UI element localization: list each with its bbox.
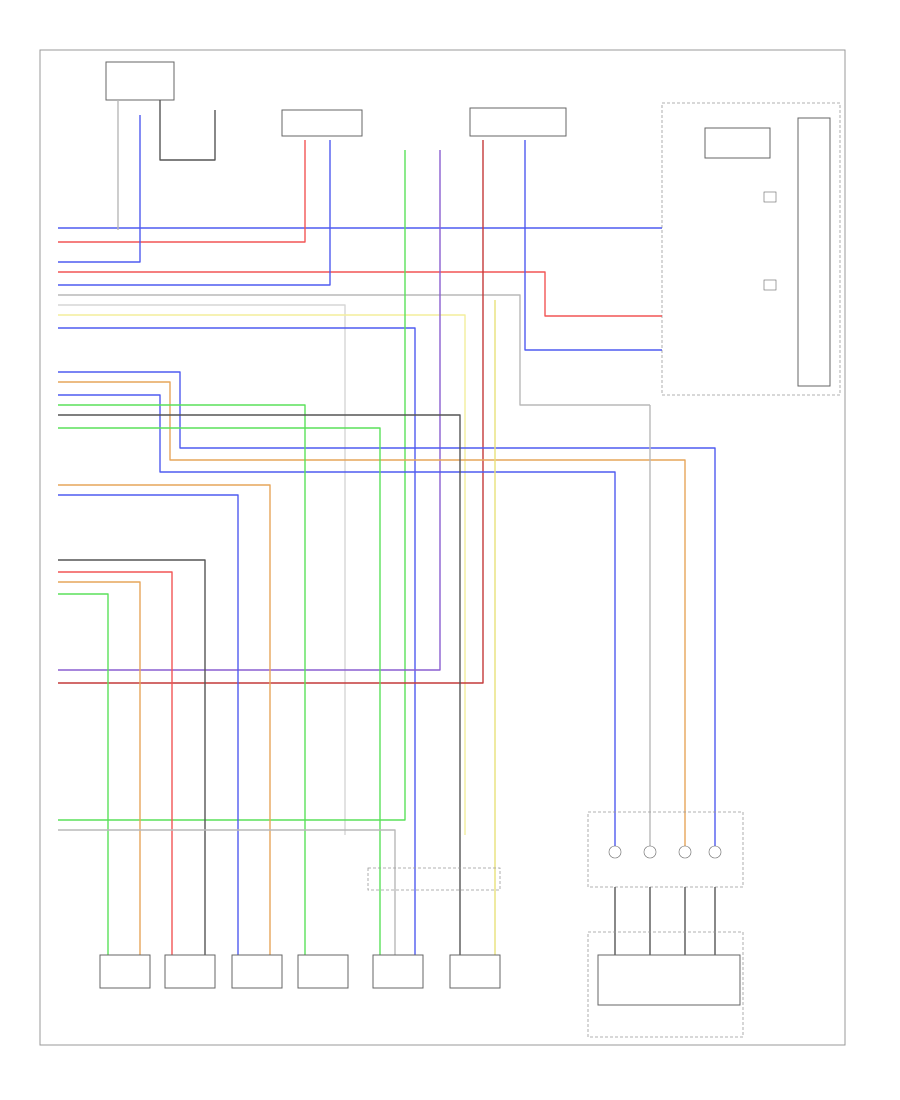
bottom-sensor-6 xyxy=(449,954,501,989)
wire-red-2 xyxy=(58,271,662,317)
top-connectors xyxy=(105,61,567,137)
wire-orange-1 xyxy=(58,381,686,850)
wire-red-v1 xyxy=(58,140,484,684)
clock-spring-terminal-1 xyxy=(608,845,622,859)
bottom-sensor-1 xyxy=(99,954,151,989)
wire-orange-3 xyxy=(58,581,141,960)
wire-dark-top xyxy=(159,100,216,161)
clock-spring-terminal-3 xyxy=(678,845,692,859)
clock-spring xyxy=(587,811,744,955)
wire-red-1 xyxy=(58,140,306,243)
wire-gray-1 xyxy=(58,294,650,406)
clock-spring-terminal-2 xyxy=(643,845,657,859)
wire-dark-2 xyxy=(58,559,206,960)
wire-green-2 xyxy=(58,427,381,960)
wire-gray-2 xyxy=(58,829,396,960)
driver-airbag xyxy=(587,931,744,1038)
module-sensor-1 xyxy=(763,191,777,203)
clock-spring-terminal-4 xyxy=(708,845,722,859)
wire-dark-1 xyxy=(58,414,461,960)
module-sensor-2 xyxy=(763,279,777,291)
top-conn-1 xyxy=(105,61,175,101)
wire-blue-4 xyxy=(58,327,416,960)
wire-blue-6 xyxy=(58,371,716,850)
wire-blue-7 xyxy=(58,394,616,850)
wire-lightgray-1 xyxy=(58,304,346,835)
bottom-sensor-4 xyxy=(297,954,349,989)
wire-blue-2 xyxy=(58,115,141,263)
wire-orange-2 xyxy=(58,484,271,960)
wire-red-3 xyxy=(58,571,173,960)
wire-blue-8 xyxy=(58,494,239,960)
wire-blue-3 xyxy=(58,140,331,286)
bottom-sensor-2 xyxy=(164,954,216,989)
clock-spring-box xyxy=(587,811,744,888)
steering-wheel-box xyxy=(587,931,744,1038)
wire-lightyellow-1 xyxy=(58,314,466,835)
wire-green-v1 xyxy=(58,150,406,821)
diagram-frame xyxy=(39,49,846,1046)
top-conn-5 xyxy=(469,107,567,137)
driver-airbag-module xyxy=(597,954,741,1006)
wire-purple-v1 xyxy=(58,150,441,671)
top-conn-3 xyxy=(281,109,363,137)
bottom-sensor-5 xyxy=(372,954,424,989)
bottom-sensor-3 xyxy=(231,954,283,989)
bottom-sensors xyxy=(99,954,501,989)
wire-green-1 xyxy=(58,404,306,960)
control-module-connector xyxy=(797,117,831,387)
wire-group xyxy=(58,100,716,960)
inline-connector xyxy=(367,867,501,891)
control-module-chip xyxy=(704,127,771,159)
wire-green-3 xyxy=(58,593,109,960)
wire-blue-5 xyxy=(524,140,662,351)
